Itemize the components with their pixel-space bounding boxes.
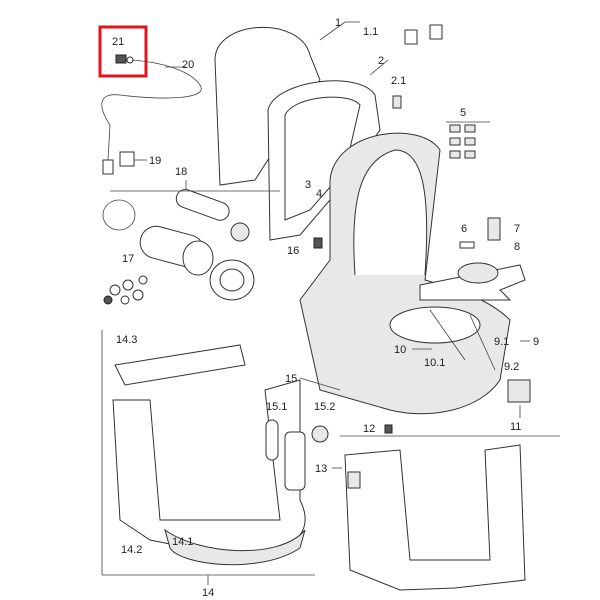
leader-lines [101,21,560,585]
label-14-3[interactable]: 14.3 [116,334,137,346]
label-11[interactable]: 11 [510,421,521,433]
label-19[interactable]: 19 [149,155,161,167]
label-14-1[interactable]: 14.1 [172,536,193,548]
label-16[interactable]: 16 [287,245,299,257]
part-15-2-button[interactable] [311,425,329,443]
part-13-side-panel[interactable] [344,444,526,591]
part-1-lid[interactable] [214,26,321,186]
part-15-1-sensor[interactable] [265,419,279,461]
label-10-1[interactable]: 10.1 [424,357,445,369]
label-8[interactable]: 8 [514,241,520,253]
part-15-remote[interactable] [284,431,306,491]
part-1-1-hinges[interactable] [404,24,443,45]
label-6[interactable]: 6 [461,223,467,235]
label-21[interactable]: 21 [112,36,124,48]
label-2[interactable]: 2 [378,55,384,67]
label-3[interactable]: 3 [305,179,311,191]
part-labels: 21 20 19 18 17 16 1 1.1 2 2.1 3 4 5 6 7 … [112,17,539,599]
label-13[interactable]: 13 [315,463,327,475]
label-9[interactable]: 9 [533,336,539,348]
label-1[interactable]: 1 [335,17,341,29]
label-9-1[interactable]: 9.1 [494,336,509,348]
part-9-struts[interactable] [429,309,496,371]
part-11-block[interactable] [507,379,531,403]
part-12-screw[interactable] [384,424,393,434]
part-20-hose-end [102,159,114,175]
label-18[interactable]: 18 [175,166,187,178]
part-21-fitting[interactable] [115,54,134,64]
label-20[interactable]: 20 [182,59,194,71]
label-12[interactable]: 12 [363,423,375,435]
part-2-1-damper[interactable] [392,95,402,109]
part-17-screw-set[interactable] [103,275,148,305]
part-18-pipe-set[interactable] [102,187,255,301]
label-9-2[interactable]: 9.2 [504,361,519,373]
part-19-clip[interactable] [119,151,135,167]
label-7[interactable]: 7 [514,223,520,235]
label-4[interactable]: 4 [316,188,322,200]
label-5[interactable]: 5 [460,107,466,119]
label-1-1[interactable]: 1.1 [363,26,378,38]
label-15-2[interactable]: 15.2 [314,401,335,413]
part-14-3-top-cover[interactable] [114,344,246,386]
part-14-1-bottom[interactable] [164,528,306,566]
part-20-hose[interactable] [101,59,202,161]
label-14[interactable]: 14 [202,587,214,599]
label-2-1[interactable]: 2.1 [391,75,406,87]
part-7-connector[interactable] [487,217,501,241]
label-14-2[interactable]: 14.2 [121,544,142,556]
part-5-buffers[interactable] [449,124,476,159]
label-15-1[interactable]: 15.1 [266,401,287,413]
part-16-clip[interactable] [313,237,323,249]
part-6-pin[interactable] [459,241,475,249]
label-17[interactable]: 17 [122,253,134,265]
label-10[interactable]: 10 [394,344,406,356]
highlight-box-part-21 [98,25,148,78]
label-15[interactable]: 15 [285,373,297,385]
